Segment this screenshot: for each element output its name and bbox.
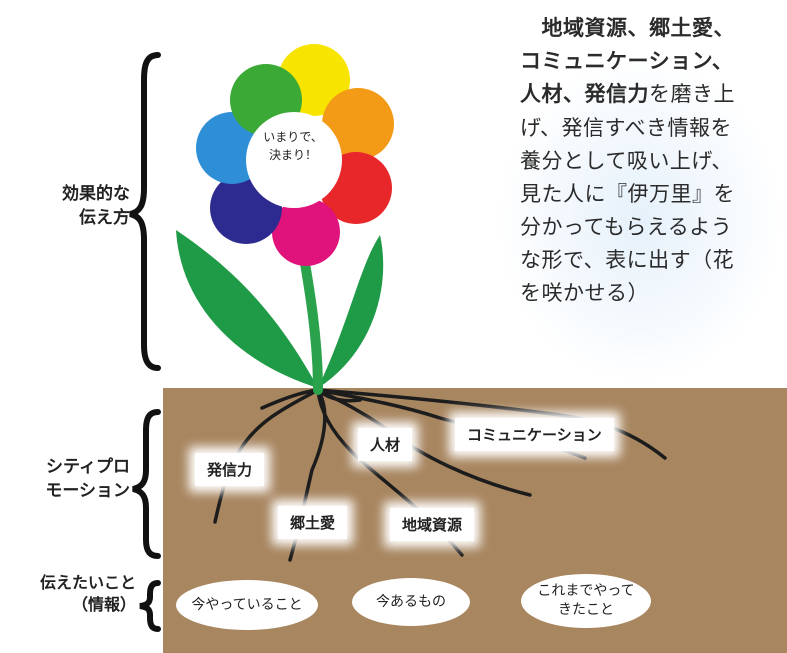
label-info-line-1: 伝えたいこと (39, 573, 136, 592)
paragraph-line-8: な形で、表に出す（花 (520, 248, 735, 273)
petal-magenta (272, 198, 340, 266)
root-chip-jinzai: 人材 (358, 428, 413, 461)
brace-citypromo (132, 409, 161, 559)
root-chip-communication: コミュニケーション (455, 418, 614, 451)
root-chip-hasshinryoku: 発信力 (195, 453, 265, 486)
paragraph-line-4: げ、発信すべき情報を (520, 115, 733, 140)
paragraph-line-5: 養分として吸い上げ、 (520, 148, 733, 173)
flower-center-line-1: いまりで、 (263, 130, 323, 144)
left-leaf (176, 230, 318, 388)
text-glow (500, 60, 780, 380)
paragraph-line-3: 人材、発信力を磨き上 (520, 78, 782, 111)
explanation-paragraph: 地域資源、郷土愛、 コミュニケーション、 人材、発信力を磨き上 げ、発信すべき情… (520, 12, 782, 311)
info-ellipse-done-before-line-1: これまでやって (537, 583, 635, 600)
label-info: 伝えたいこと （情報） (0, 572, 136, 617)
label-effective-line-1: 効果的な (62, 184, 130, 204)
paragraph-line-6: 見た人に『伊万里』を (520, 181, 735, 206)
brace-info (139, 580, 161, 632)
info-ellipse-done-before: これまでやって きたこと (521, 574, 651, 628)
label-city-promotion-line-2: モーション (45, 480, 130, 501)
petal-orange (322, 88, 394, 160)
paragraph-line-3-bold: 人材、発信力 (520, 82, 649, 107)
info-ellipse-done-before-line-2: きたこと (558, 602, 614, 618)
flower-center (246, 112, 342, 208)
right-leaf (318, 235, 384, 388)
paragraph-line-1: 地域資源、郷土愛、 (520, 16, 735, 40)
flower-center-line-2: 決まり！ (268, 148, 317, 162)
flower-center-text: いまりで、 決まり！ (238, 128, 348, 164)
label-info-line-2: （情報） (71, 595, 136, 615)
paragraph-line-9: を咲かせる） (520, 281, 649, 306)
label-city-promotion: シティプロ モーション (10, 456, 130, 504)
label-effective: 効果的な 伝え方 (20, 183, 130, 231)
paragraph-line-3-rest: を磨き上 (649, 82, 735, 107)
info-ellipse-doing-now: 今やっていること (176, 580, 318, 630)
root-chip-kyodoai: 郷土愛 (278, 506, 348, 539)
paragraph-line-7: 分かってもらえるよう (520, 215, 733, 240)
petals (196, 44, 394, 266)
label-effective-line-2: 伝え方 (79, 207, 130, 228)
brace-effective (129, 52, 161, 371)
info-ellipse-have-now: 今あるもの (352, 578, 470, 626)
label-city-promotion-line-1: シティプロ (46, 457, 130, 477)
paragraph-line-2: コミュニケーション、 (520, 49, 734, 74)
root-chip-chiiki: 地域資源 (390, 508, 475, 541)
